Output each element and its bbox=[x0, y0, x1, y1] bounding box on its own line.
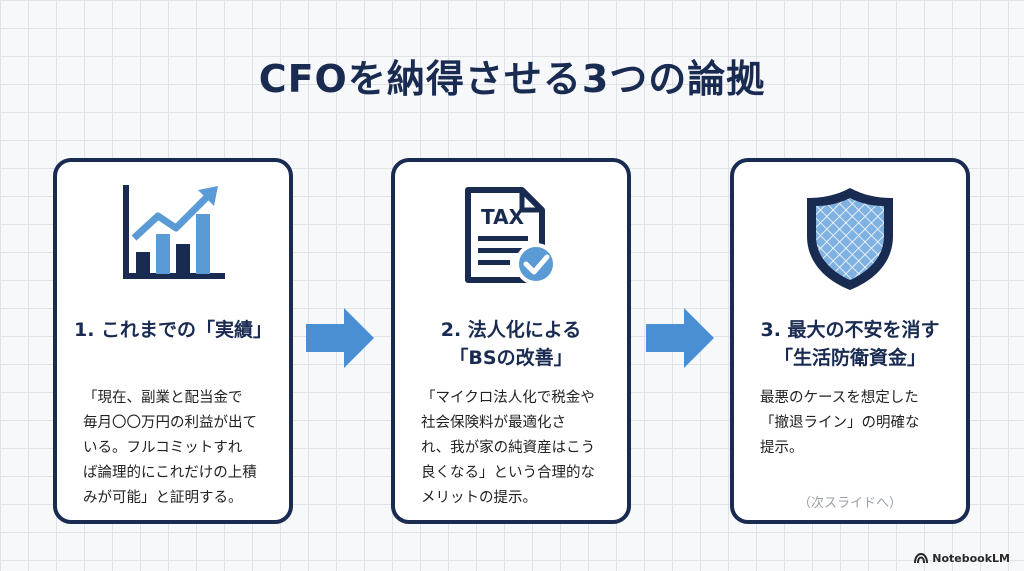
next-slide-note: （次スライドへ） bbox=[797, 496, 902, 511]
growth-chart-icon bbox=[57, 184, 289, 294]
right-arrow-icon bbox=[646, 308, 714, 368]
card-title: 3. 最大の不安を消す 「生活防衛資金」 bbox=[760, 319, 940, 369]
page-title: CFOを納得させる3つの論拠 bbox=[258, 57, 766, 101]
card-body: 「マイクロ法人化で税金や 社会保険料が最適化さ れ、我が家の純資産はこう 良くな… bbox=[421, 390, 596, 506]
card-body: 「現在、副業と配当金で 毎月〇〇万円の利益が出て いる。フルコミットすれ ば論理… bbox=[83, 390, 257, 506]
card-emergency-fund: 3. 最大の不安を消す 「生活防衛資金」 最悪のケースを想定した 「撤退ライン」… bbox=[730, 158, 970, 524]
right-arrow-icon bbox=[306, 308, 374, 368]
card-title: 2. 法人化による 「BSの改善」 bbox=[440, 319, 582, 369]
card-bs-improvement: TAX 2. 法人化による 「BSの改善」 「マイクロ法人化で税金や 社会保険料… bbox=[391, 158, 631, 524]
tax-document-check-icon: TAX bbox=[395, 184, 627, 294]
svg-text:TAX: TAX bbox=[481, 205, 525, 229]
card-track-record: 1. これまでの「実績」 「現在、副業と配当金で 毎月〇〇万円の利益が出て いる… bbox=[53, 158, 293, 524]
shield-icon bbox=[734, 184, 966, 294]
brand-watermark: NotebookLM bbox=[914, 552, 1010, 565]
card-title: 1. これまでの「実績」 bbox=[73, 319, 273, 341]
brand-name: NotebookLM bbox=[932, 552, 1010, 565]
notebooklm-logo-icon bbox=[914, 553, 929, 564]
card-body: 最悪のケースを想定した 「撤退ライン」の明確な 提示。 bbox=[760, 390, 920, 456]
